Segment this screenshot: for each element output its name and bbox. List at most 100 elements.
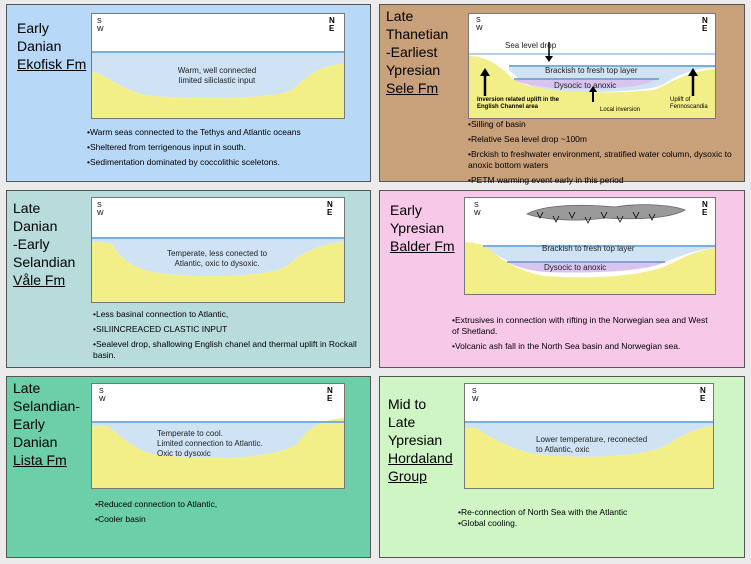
basin-cross-section [465,421,713,488]
land-sediment [92,64,344,118]
formation-name: Sele Fm [386,80,439,96]
title-line: Late [388,414,416,430]
bullet-list: •Warm seas connected to the Tethys and A… [87,127,362,172]
arrow-head [688,68,698,76]
panel-title: Early Ypresian Balder Fm [390,201,455,255]
bullet-item: •Brckish to freshwater environment, stra… [468,149,732,170]
basin-cross-section [92,51,344,118]
title-line: -Earliest [386,44,438,60]
land-sediment [465,426,713,488]
formation-name: Balder Fm [390,238,455,254]
bullet-item: •Reduced connection to Atlantic, [95,499,218,509]
panel-title: Mid to Late Ypresian Hordaland Group [388,395,453,485]
title-line: Ypresian [386,62,441,78]
bullet-item: •SILIINCREACED CLASTIC INPUT [93,324,228,334]
bullet-item: •Cooler basin [95,514,146,524]
panel-title: Early Danian Ekofisk Fm [17,19,86,73]
title-line: Late [13,200,41,216]
title-line: Early [390,202,422,218]
bullet-item: •Sheltered from terrigenous input in sou… [87,142,246,152]
ash-fall-marks [536,211,656,224]
sea-water [92,238,344,277]
formation-name: Ekofisk Fm [17,56,87,72]
bullet-list: •Reduced connection to Atlantic, •Cooler… [95,499,360,529]
land-sediment [469,56,715,118]
local-inversion-label: Local inversion [600,107,641,113]
basin-diagram [91,13,345,119]
bullet-list: •Re-connection of North Sea with the Atl… [458,507,728,533]
bullet-list: •Extrusives in connection with rifting i… [452,315,716,356]
title-line: Early [17,20,49,36]
title-line: Mid to [388,396,427,412]
panel-title: Late Selandian- Early Danian Lista Fm [13,379,80,469]
bullet-item: •Less basinal connection to Atlantic, [93,309,229,319]
formation-name: Hordaland [388,450,453,466]
bullet-list: •Less basinal connection to Atlantic, •S… [93,309,365,365]
formation-name: Våle Fm [13,272,66,288]
arrow-head [480,68,490,76]
sea-water [92,422,344,459]
sea-level-drop-label: Sea level drop [505,41,557,50]
bullet-item: •Silling of basin [468,119,526,129]
title-line: Danian [13,218,58,234]
bullet-item: •Volcanic ash fall in the North Sea basi… [452,341,681,351]
arrow-head [545,56,553,62]
title-line: Selandian [13,254,76,270]
bullet-item: •Extrusives in connection with rifting i… [452,315,708,336]
ash-cloud [526,204,686,221]
bullet-item: •Re-connection of North Sea with the Atl… [458,507,628,517]
bullet-item: •Relative Sea level drop ~100m [468,134,587,144]
title-line: Late [386,8,414,24]
title-line: -Early [13,236,50,252]
bullet-list: •Silling of basin •Relative Sea level dr… [468,119,738,190]
basin-cross-section [92,237,344,302]
top-layer-label: Brackish to fresh top layer [542,244,635,253]
arrow-head [589,86,597,92]
basin-diagram [468,13,716,119]
bullet-item: •PETM warming event early in this period [468,175,624,185]
land-sediment [92,242,344,302]
panel-late-thanetian: Late Thanetian -Earliest Ypresian Sele F… [379,4,745,185]
basin-diagram [91,383,345,489]
title-line: Selandian- [13,398,80,414]
bottom-layer-label: Dysocic to anoxic [554,81,617,90]
title-line: Early [13,416,45,432]
bullet-item: •Sealevel drop, shallowing English chane… [93,339,357,360]
basin-cross-section [92,418,344,488]
sea-water [465,422,713,457]
bottom-layer-label: Dysocic to anoxic [544,263,607,272]
title-line: Danian [13,434,58,450]
basin-diagram [464,197,716,295]
basin-diagram [464,383,714,489]
bullet-item: •Warm seas connected to the Tethys and A… [87,127,301,137]
formation-name: Group [388,468,427,484]
title-line: Late [13,380,41,396]
bullet-item: •Global cooling. [458,518,518,528]
panel-title: Late Thanetian -Earliest Ypresian Sele F… [386,7,448,97]
title-line: Ypresian [388,432,443,448]
basin-cross-section [469,42,715,118]
panel-title: Late Danian -Early Selandian Våle Fm [13,199,75,289]
title-line: Danian [17,38,62,54]
anoxic-layer [507,262,665,273]
land-sediment [92,418,344,488]
anoxic-layer [514,80,654,89]
